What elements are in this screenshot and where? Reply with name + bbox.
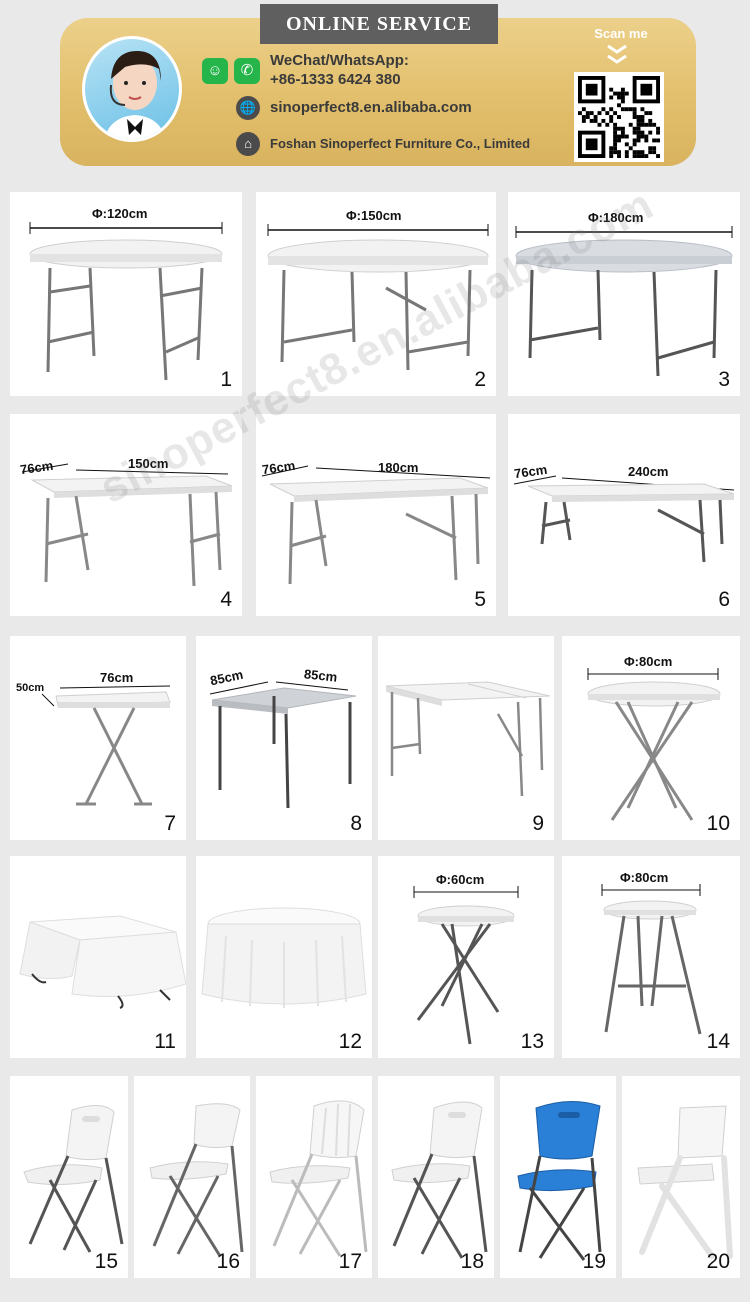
product-number: 5 xyxy=(474,588,486,611)
product-number: 11 xyxy=(154,1030,176,1053)
dimension-label: Φ:60cm xyxy=(436,872,485,887)
dimension-label: 180cm xyxy=(378,460,419,475)
product-card-11[interactable]: 11 xyxy=(10,856,186,1058)
dimension-label: Φ:120cm xyxy=(92,206,148,221)
product-number: 9 xyxy=(532,812,544,835)
product-number: 19 xyxy=(582,1250,606,1273)
dimension-label: 240cm xyxy=(628,464,669,479)
round-table-with-cloth-illustration xyxy=(201,907,367,1008)
dimension-label: Φ:150cm xyxy=(346,208,402,223)
scan-label: Scan me xyxy=(594,26,648,41)
round-table-illustration xyxy=(515,226,733,377)
product-card-1[interactable]: Φ:120cm 1 xyxy=(10,192,242,396)
customer-service-avatar xyxy=(82,36,182,142)
blue-folding-chair-illustration xyxy=(517,1100,602,1261)
fold-in-half-table-illustration xyxy=(385,681,551,797)
product-number: 1 xyxy=(220,368,232,391)
phone-number: +86-1333 6424 380 xyxy=(270,71,401,88)
product-card-3[interactable]: Φ:180cm 3 xyxy=(508,192,740,396)
dimension-label: Φ:80cm xyxy=(624,654,673,669)
chevron-down-icon xyxy=(607,44,627,54)
round-table-illustration xyxy=(29,222,223,381)
product-number: 3 xyxy=(718,368,730,391)
product-number: 10 xyxy=(706,812,730,835)
company-name: Foshan Sinoperfect Furniture Co., Limite… xyxy=(270,136,531,151)
home-icon: ⌂ xyxy=(236,132,260,156)
whatsapp-icon: ✆ xyxy=(234,58,260,84)
product-card-9[interactable]: 9 xyxy=(378,636,554,840)
adjustable-table-illustration xyxy=(41,685,171,806)
product-card-5[interactable]: 76cm 180cm 5 xyxy=(256,414,496,616)
round-table-illustration xyxy=(267,224,489,371)
qr-code[interactable] xyxy=(574,72,664,162)
product-card-16[interactable]: 16 xyxy=(134,1076,250,1278)
website-link[interactable]: sinoperfect8.en.alibaba.com xyxy=(270,99,472,116)
product-number: 16 xyxy=(216,1250,240,1273)
product-card-20[interactable]: 20 xyxy=(622,1076,740,1278)
dimension-label: 76cm xyxy=(100,670,134,685)
folding-chair-illustration xyxy=(149,1103,244,1257)
product-number: 13 xyxy=(520,1030,544,1053)
chevron-down-icon xyxy=(607,54,627,64)
wechat-icon: ☺ xyxy=(202,58,228,84)
product-number: 20 xyxy=(706,1250,730,1273)
folding-chair-illustration xyxy=(391,1101,488,1259)
product-number: 17 xyxy=(338,1250,362,1273)
folding-chair-illustration xyxy=(269,1100,368,1257)
dimension-label: Φ:80cm xyxy=(620,870,669,885)
dimension-label: 150cm xyxy=(128,456,169,471)
product-number: 8 xyxy=(350,812,362,835)
product-card-13[interactable]: Φ:60cm 13 xyxy=(378,856,554,1058)
contact-label: WeChat/WhatsApp: xyxy=(270,52,409,69)
resin-folding-chair-illustration xyxy=(637,1105,733,1259)
dimension-label: Φ:180cm xyxy=(588,210,644,225)
product-number: 6 xyxy=(718,588,730,611)
round-table-illustration xyxy=(413,886,519,1045)
product-card-4[interactable]: 76cm 150cm 4 xyxy=(10,414,242,616)
product-card-7[interactable]: 50cm 76cm 7 xyxy=(10,636,186,840)
product-card-12[interactable]: 12 xyxy=(196,856,372,1058)
rectangular-table-illustration xyxy=(513,475,735,563)
globe-icon: 🌐 xyxy=(236,96,260,120)
product-card-2[interactable]: Φ:150cm 2 xyxy=(256,192,496,396)
round-table-illustration xyxy=(587,668,721,821)
rectangular-table-illustration xyxy=(261,465,491,585)
product-card-6[interactable]: 76cm 240cm 6 xyxy=(508,414,740,616)
table-with-cloth-illustration xyxy=(19,915,186,1009)
product-card-10[interactable]: Φ:80cm 10 xyxy=(562,636,740,840)
product-number: 12 xyxy=(338,1030,362,1053)
product-number: 15 xyxy=(94,1250,118,1273)
product-card-15[interactable]: 15 xyxy=(10,1076,128,1278)
product-card-18[interactable]: 18 xyxy=(378,1076,494,1278)
banner-title: ONLINE SERVICE xyxy=(260,4,498,44)
product-number: 2 xyxy=(474,368,486,391)
product-card-14[interactable]: Φ:80cm 14 xyxy=(562,856,740,1058)
rectangular-table-illustration xyxy=(21,463,233,587)
folding-chair-illustration xyxy=(23,1105,124,1253)
product-card-19[interactable]: 19 xyxy=(500,1076,616,1278)
bar-table-illustration xyxy=(601,884,702,1035)
dimension-label: 50cm xyxy=(16,682,45,694)
product-number: 7 xyxy=(164,812,176,835)
product-number: 18 xyxy=(460,1250,484,1273)
product-number: 4 xyxy=(220,588,232,611)
product-card-8[interactable]: 85cm 85cm 8 xyxy=(196,636,372,840)
product-number: 14 xyxy=(706,1030,730,1053)
product-card-17[interactable]: 17 xyxy=(256,1076,372,1278)
square-table-illustration xyxy=(209,681,357,809)
